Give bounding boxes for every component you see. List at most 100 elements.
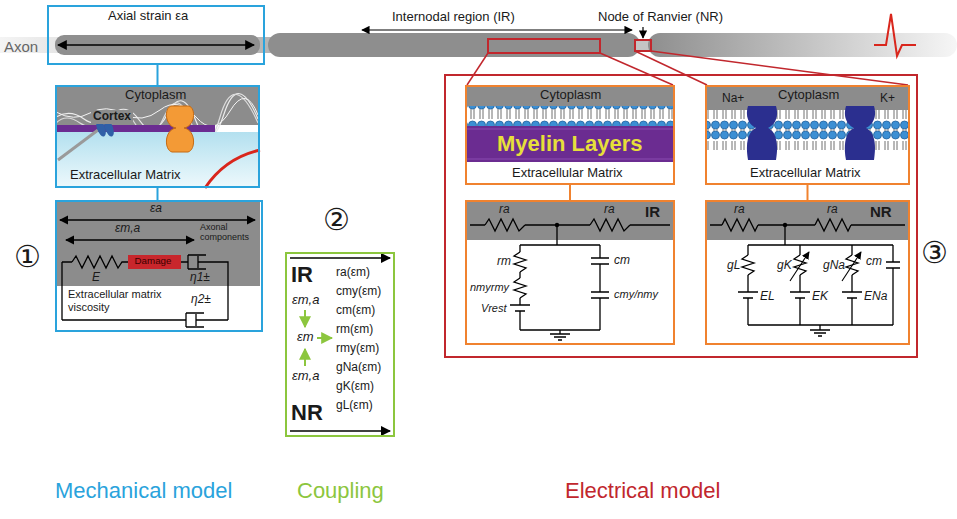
circuit-label: ra bbox=[499, 203, 510, 217]
cortex-mesh bbox=[56, 98, 258, 126]
axon-label: Axon bbox=[4, 38, 38, 55]
zoom-connector bbox=[157, 65, 159, 85]
zoom-line bbox=[600, 53, 673, 85]
coupling-box: IRεm,aεmεm,aNRra(εm)cmy(εm)cm(εm)rm(εm)r… bbox=[285, 252, 395, 437]
battery-symbol bbox=[510, 305, 530, 311]
electrical-frame bbox=[445, 75, 917, 357]
coupling-arrow bbox=[304, 310, 306, 327]
ground-symbol bbox=[520, 330, 600, 340]
channel-protein bbox=[166, 106, 193, 152]
cytoplasm bbox=[465, 200, 675, 240]
coupling-term: ra(εm) bbox=[336, 266, 370, 280]
layer-label: Extracellular Matrix bbox=[750, 166, 861, 181]
coupling-term: εm,a bbox=[292, 293, 319, 308]
zoom-connector bbox=[807, 185, 809, 200]
layer-label: Extracellular Matrix bbox=[70, 168, 181, 183]
circuit-label: cmy/nmy bbox=[614, 288, 658, 301]
region-label: Internodal region (IR) bbox=[392, 10, 515, 25]
circuit-label: EK bbox=[812, 290, 828, 304]
region-label: Node of Ranvier (NR) bbox=[598, 10, 723, 25]
callout-number: ② bbox=[323, 203, 350, 238]
capacitor-symbol bbox=[591, 258, 609, 298]
coupling-term: cmy(εm) bbox=[336, 285, 381, 299]
strained-axon bbox=[55, 35, 260, 55]
strain-arrow bbox=[58, 44, 254, 45]
circuit-label: NR bbox=[870, 203, 892, 220]
coupling-term: rmy(εm) bbox=[336, 342, 379, 356]
resistor-symbol bbox=[742, 255, 754, 275]
model-title: Electrical model bbox=[565, 478, 720, 503]
matrix-fiber bbox=[58, 130, 98, 160]
layer-label: Cytoplasm bbox=[778, 88, 839, 103]
circuit-label: Extracellular matrix viscosity bbox=[68, 288, 180, 313]
zoom-line bbox=[651, 51, 908, 85]
layer-label: Cytoplasm bbox=[540, 88, 601, 103]
wire bbox=[892, 245, 893, 325]
circuit-label: gL bbox=[727, 259, 740, 273]
cytoplasm bbox=[465, 85, 675, 106]
zoom-line bbox=[467, 53, 488, 85]
junction-dot bbox=[783, 223, 787, 227]
node-arrow bbox=[642, 27, 643, 38]
direction-arrow bbox=[290, 430, 390, 432]
coupling-term: IR bbox=[291, 262, 313, 287]
layer-label: Cortex bbox=[91, 110, 133, 124]
circuit-label: Vrest bbox=[481, 302, 506, 315]
membrane-illustration: CytoplasmCortexExtracellular Matrix bbox=[55, 85, 260, 188]
sodium-channel bbox=[747, 106, 777, 160]
dashpot-symbol bbox=[62, 313, 228, 327]
zoom-window bbox=[635, 40, 651, 51]
membrane bbox=[55, 125, 215, 132]
cytoplasm bbox=[55, 85, 260, 125]
node-illustration: CytoplasmNa+K+Extracellular Matrix bbox=[705, 85, 910, 185]
direction-arrow bbox=[290, 257, 390, 259]
zoom-window bbox=[488, 39, 600, 53]
model-title: Mechanical model bbox=[55, 478, 232, 503]
myelin-illustration: CytoplasmMyelin LayersExtracellular Matr… bbox=[465, 85, 675, 185]
strain-arrow bbox=[66, 239, 194, 240]
circuit-label: εa bbox=[150, 202, 162, 216]
model-title: Coupling bbox=[297, 478, 384, 503]
coupling-term: rm(εm) bbox=[336, 323, 373, 337]
circuit-label: ENa bbox=[864, 290, 887, 304]
circuit-label: gK bbox=[777, 259, 792, 273]
axon-region bbox=[55, 200, 260, 286]
strain-label: Axial strain εa bbox=[108, 9, 188, 24]
myelin bbox=[465, 126, 675, 162]
matrix-fiber bbox=[205, 150, 260, 188]
circuit-label: E bbox=[92, 271, 100, 285]
resistor-symbol bbox=[514, 278, 526, 298]
damage-element: Damage bbox=[128, 255, 181, 269]
wire bbox=[470, 225, 670, 245]
coupling-arrow bbox=[317, 337, 332, 339]
circuit-label: Axonal components bbox=[200, 222, 258, 243]
circuit-label: η1± bbox=[190, 271, 210, 285]
circuit-label: nmyrmy bbox=[470, 281, 509, 294]
region-arrow bbox=[362, 29, 632, 30]
circuit-label: rm bbox=[497, 255, 511, 269]
cytoplasm bbox=[705, 200, 910, 240]
internode-circuit: raraIRrmnmyrmyVrestcmcmy/nmy bbox=[465, 200, 675, 345]
potassium-channel bbox=[845, 106, 875, 160]
coupling-arrow bbox=[304, 349, 306, 366]
lipid-layer bbox=[705, 130, 910, 150]
circuit-label: εm,a bbox=[115, 222, 140, 236]
dashpot-symbol bbox=[178, 255, 228, 320]
resistor-symbol bbox=[815, 219, 851, 231]
coupling-term: gL(εm) bbox=[336, 399, 373, 413]
damage-label: Damage bbox=[128, 255, 178, 267]
circuit-label: cm bbox=[614, 254, 630, 268]
wire bbox=[748, 245, 852, 325]
zoom-line bbox=[635, 51, 707, 85]
resistor-symbol bbox=[514, 252, 526, 272]
circuit-label: gNa bbox=[823, 259, 845, 273]
myelin-stripe bbox=[465, 129, 675, 159]
circuit-label: EL bbox=[760, 290, 775, 304]
coupling-term: εm,a bbox=[292, 369, 319, 384]
circuit-label: cm bbox=[866, 255, 882, 269]
layer-label: Cytoplasm bbox=[125, 88, 186, 103]
resistor-symbol bbox=[485, 219, 525, 231]
battery-symbol bbox=[738, 292, 862, 298]
